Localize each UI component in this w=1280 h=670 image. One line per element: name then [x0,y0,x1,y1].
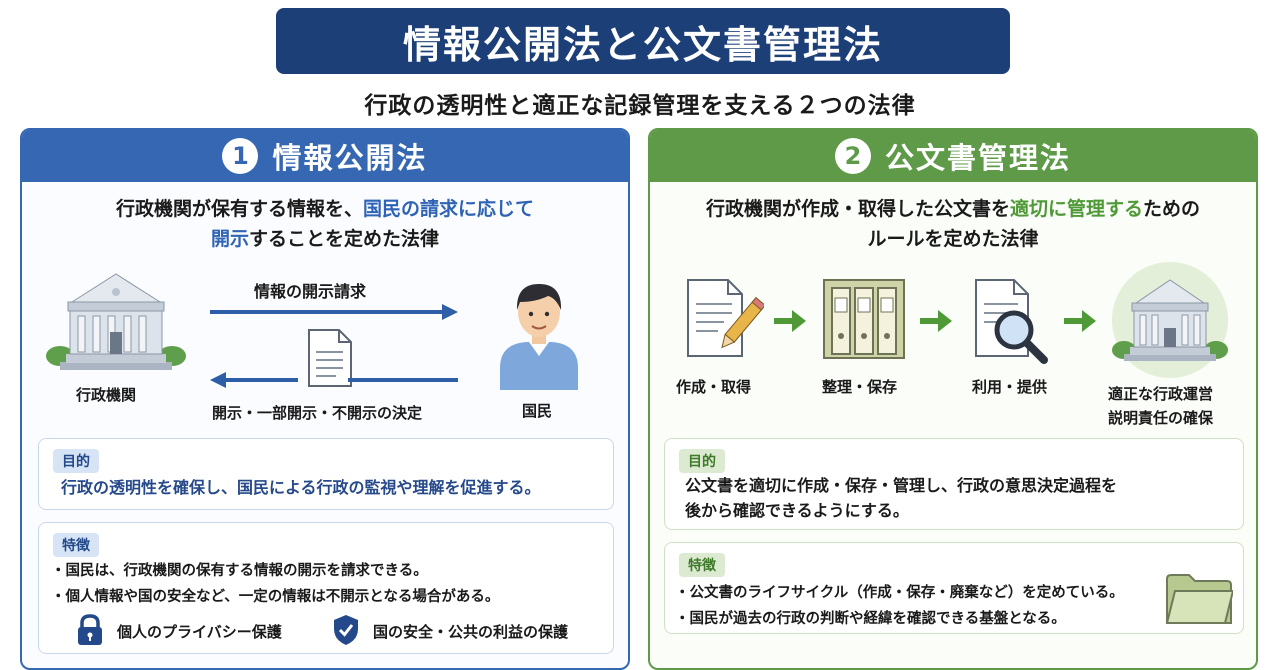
citizen-label: 国民 [522,402,553,420]
panel-heading: 情報公開法 [272,141,428,175]
lock-icon [78,614,102,645]
arrow-right-icon [1064,310,1096,332]
desc-text: 行政機関が保有する情報を、 [115,198,363,220]
purpose-tag: 目的 [53,449,99,473]
purpose-line: 後から確認できるようにする。 [685,501,909,520]
panel-header: 1 情報公開法 [22,130,628,182]
feature-box: 特徴 ・国民は、行政機関の保有する情報の開示を請求できる。 ・個人情報や国の安全… [38,522,614,654]
number-badge: 1 [222,138,259,174]
purpose-tag: 目的 [679,449,725,473]
feature-item: ・国民は、行政機関の保有する情報の開示を請求できる。 [51,563,428,579]
decision-label: 開示・一部開示・不開示の決定 [212,404,423,422]
arrow-right-icon [920,310,952,332]
arrow-right-icon [210,304,458,320]
purpose-box: 目的 行政の透明性を確保し、国民による行政の監視や理解を促進する。 [38,438,614,510]
document-icon [308,329,352,387]
page-title: 情報公開法と公文書管理法 [402,22,883,67]
desc-text: ルールを定めた法律 [867,228,1039,250]
government-building-icon [46,273,186,370]
feature-box: 特徴 ・公文書のライフサイクル（作成・保存・廃棄など）を定めている。 ・国民が過… [664,542,1244,634]
info-disclosure-panel: 1 情報公開法 行政機関が保有する情報を、国民の請求に応じて 開示することを定め… [20,128,630,670]
shield-icon [334,615,358,645]
arrow-right-icon [774,310,806,332]
feature-tag: 特徴 [53,533,99,557]
public-records-panel: 2 公文書管理法 行政機関が作成・取得した公文書を適切に管理するための ルールを… [648,128,1258,670]
title-banner: 情報公開法と公文書管理法 [276,8,1010,74]
outcome-line: 適正な行政運営 [1108,385,1214,403]
request-label: 情報の開示請求 [254,282,367,301]
desc-text: 行政機関が作成・取得した公文書を [705,198,1010,220]
person-icon [500,284,578,390]
panel-heading: 公文書管理法 [884,141,1071,175]
desc-highlight: 国民の請求に応じて [363,198,535,220]
number-badge: 2 [834,138,871,174]
agency-label: 行政機関 [76,386,137,404]
panel-description: 行政機関が保有する情報を、国民の請求に応じて 開示することを定めた法律 [22,194,628,254]
desc-highlight: 適切に管理する [1009,198,1143,220]
feature-tag: 特徴 [679,553,725,577]
arrow-left-icon [210,372,458,388]
outcome-line: 説明責任の確保 [1108,409,1214,427]
feature-item: ・個人情報や国の安全など、一定の情報は不開示となる場合がある。 [51,589,500,605]
purpose-text: 公文書を適切に作成・保存・管理し、行政の意思決定過程を 後から確認できるようにす… [685,473,1117,523]
feature-item: ・国民が過去の行政の判断や経緯を確認できる基盤となる。 [675,611,1066,627]
government-building-icon [1112,262,1228,378]
purpose-box: 目的 公文書を適切に作成・保存・管理し、行政の意思決定過程を 後から確認できるよ… [664,438,1244,530]
panel-description: 行政機関が作成・取得した公文書を適切に管理するための ルールを定めた法律 [650,194,1256,254]
panel-header: 2 公文書管理法 [650,130,1256,182]
outcome-label: 適正な行政運営 説明責任の確保 [1108,382,1213,430]
privacy-label: 個人のプライバシー保護 [117,623,282,641]
binders-icon [823,279,905,359]
step-label: 整理・保存 [822,378,898,396]
step-label: 作成・取得 [676,378,752,396]
desc-highlight: 開示 [210,228,249,250]
purpose-line: 公文書を適切に作成・保存・管理し、行政の意思決定過程を [685,476,1118,495]
step-label: 利用・提供 [972,378,1048,396]
document-pen-icon [687,279,764,357]
security-label: 国の安全・公共の利益の保護 [373,623,569,641]
magnifier-icon [975,279,1048,364]
purpose-text: 行政の透明性を確保し、国民による行政の監視や理解を促進する。 [61,478,541,497]
folder-icon [1165,574,1233,624]
feature-item: ・公文書のライフサイクル（作成・保存・廃棄など）を定めている。 [675,585,1124,601]
desc-text: ための [1143,198,1201,220]
desc-text: することを定めた法律 [249,228,440,250]
page-subtitle: 行政の透明性と適正な記録管理を支える２つの法律 [364,93,916,119]
